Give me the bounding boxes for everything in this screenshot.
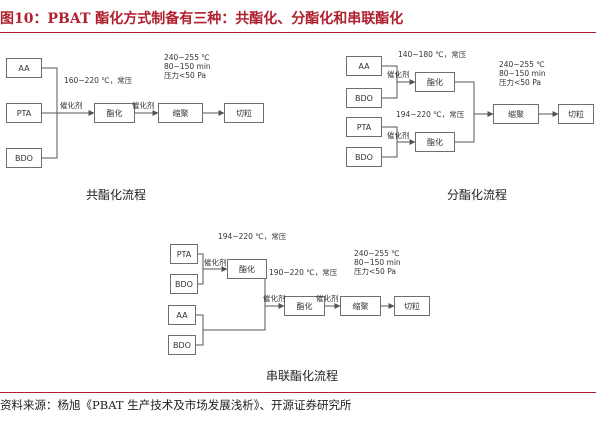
series-condition-esterify2: 190~220 ℃，常压 (269, 268, 338, 277)
series-condition-polycond: 240~255 ℃ 80~150 min 压力<50 Pa (354, 249, 401, 276)
series-node-polycond: 缩聚 (340, 296, 381, 316)
sep-condition-polycond: 240~255 ℃ 80~150 min 压力<50 Pa (499, 60, 546, 87)
co-catalyst-label: 催化剂 (60, 101, 83, 110)
sep-merge (455, 81, 493, 143)
series-node-bdo: BDO (168, 335, 196, 355)
sep-node-esterify: 酯化 (415, 132, 455, 152)
series-catalyst-label: 催化剂 (204, 258, 227, 267)
sep-condition-esterify2: 194~220 ℃，常压 (396, 110, 465, 119)
series-connector-top (198, 253, 227, 285)
co-node-pellet: 切粒 (224, 103, 264, 123)
series-node-pellet: 切粒 (394, 296, 430, 316)
series-caption: 串联酯化流程 (266, 369, 339, 383)
co-node-esterify: 酯化 (94, 103, 135, 123)
sep-node-aa: AA (346, 56, 382, 76)
figure-title: 图10：PBAT 酯化方式制备有三种：共酯化、分酯化和串联酯化 (0, 11, 404, 27)
co-node-aa: AA (6, 58, 42, 78)
sep-connector-top (382, 65, 415, 99)
series-catalyst-label: 催化剂 (316, 294, 339, 303)
co-catalyst-label: 催化剂 (132, 101, 155, 110)
co-node-polycond: 缩聚 (158, 103, 203, 123)
series-node-esterify1: 酯化 (227, 259, 267, 279)
series-node-pta: PTA (170, 244, 198, 264)
source-rule (0, 392, 596, 393)
series-node-bdo: BDO (170, 274, 198, 294)
sep-node-bdo: BDO (346, 88, 382, 108)
title-rule (0, 32, 596, 33)
sep-condition-esterify1: 140~180 ℃，常压 (398, 50, 467, 59)
co-condition-esterify: 160~220 ℃，常压 (64, 76, 133, 85)
series-condition-esterify1: 194~220 ℃，常压 (218, 232, 287, 241)
sep-node-polycond: 缩聚 (493, 104, 539, 124)
series-node-aa: AA (168, 305, 196, 325)
sep-node-pellet: 切粒 (558, 104, 594, 124)
co-node-pta: PTA (6, 103, 42, 123)
sep-catalyst-label: 催化剂 (387, 131, 410, 140)
series-catalyst-label: 催化剂 (263, 294, 286, 303)
sep-node-pta: PTA (346, 117, 382, 137)
sep-caption: 分酯化流程 (447, 188, 508, 202)
co-caption: 共酯化流程 (86, 188, 147, 202)
co-condition-polycond: 240~255 ℃ 80~150 min 压力<50 Pa (164, 53, 211, 80)
co-connector-inputs (42, 67, 58, 159)
series-connector-bottom (196, 306, 284, 346)
sep-catalyst-label: 催化剂 (387, 70, 410, 79)
series-node-esterify2: 酯化 (284, 296, 325, 316)
sep-connector-bottom (382, 126, 415, 158)
sep-node-bdo: BDO (346, 147, 382, 167)
sep-node-esterify: 酯化 (415, 72, 455, 92)
source-note: 资料来源：杨旭《PBAT 生产技术及市场发展浅析》、开源证券研究所 (0, 398, 352, 412)
co-node-bdo: BDO (6, 148, 42, 168)
